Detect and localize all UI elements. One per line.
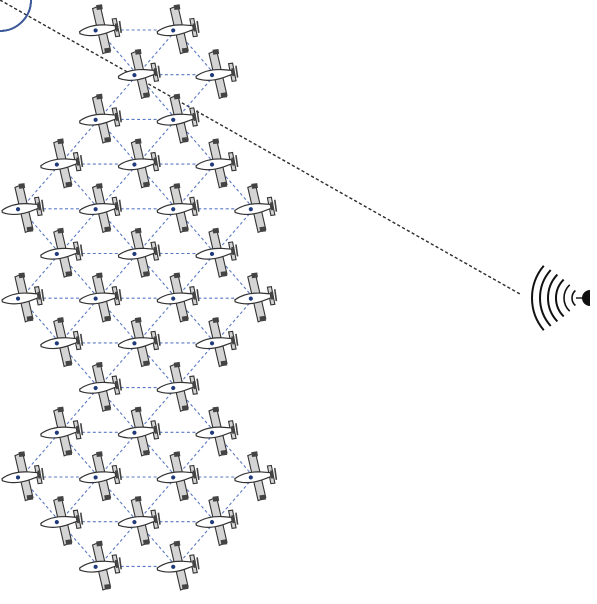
- mesh-link: [136, 29, 177, 76]
- mesh-link: [98, 297, 138, 344]
- mesh-link: [98, 476, 138, 523]
- mesh-link: [214, 253, 255, 299]
- mesh-link: [175, 342, 216, 388]
- mesh-link: [59, 163, 100, 210]
- mesh-link: [136, 74, 177, 120]
- mesh-link: [98, 29, 138, 76]
- signal-wave: [555, 278, 565, 318]
- fixed-wing-uav-icon: [0, 180, 47, 237]
- mesh-link: [175, 208, 216, 254]
- mesh-link: [136, 163, 177, 210]
- fixed-wing-uav-icon: [75, 1, 125, 58]
- mesh-link: [214, 431, 255, 478]
- mesh-link: [175, 119, 216, 165]
- fixed-wing-uav-icon: [36, 314, 86, 371]
- fixed-wing-uav-icon: [0, 269, 47, 326]
- fixed-wing-uav-icon: [0, 448, 47, 505]
- mesh-link: [214, 297, 255, 344]
- mesh-link: [175, 74, 216, 120]
- mesh-link: [98, 342, 138, 388]
- mesh-link: [59, 297, 100, 344]
- mesh-link: [136, 253, 177, 299]
- mesh-link: [20, 208, 61, 254]
- mesh-link: [20, 253, 61, 299]
- uav-nodes: [0, 1, 280, 594]
- mesh-link: [59, 253, 100, 299]
- mesh-link: [136, 476, 177, 523]
- signal-links: [0, 0, 521, 295]
- mesh-link: [98, 387, 138, 433]
- signal-link: [0, 0, 521, 295]
- mesh-link: [136, 342, 177, 388]
- mesh-link: [59, 476, 100, 523]
- mesh-link: [175, 521, 216, 567]
- mesh-link: [136, 521, 177, 567]
- mesh-link: [136, 208, 177, 254]
- mesh-link: [59, 431, 100, 478]
- mesh-link: [136, 431, 177, 478]
- mesh-link: [175, 476, 216, 523]
- mesh-link: [98, 163, 138, 210]
- mesh-link: [20, 431, 61, 478]
- signal-wave: [539, 269, 552, 327]
- mesh-link: [20, 163, 61, 210]
- mesh-link: [214, 163, 255, 210]
- mesh-link: [59, 387, 100, 433]
- mesh-link: [98, 119, 138, 165]
- mesh-link: [175, 29, 216, 76]
- mesh-link: [98, 431, 138, 478]
- mesh-link: [20, 297, 61, 344]
- mesh-link: [59, 119, 100, 165]
- mesh-links: [20, 29, 255, 567]
- highlight-ring: [0, 0, 32, 32]
- mesh-link: [98, 208, 138, 254]
- mesh-link: [175, 387, 216, 433]
- mesh-link: [59, 208, 100, 254]
- signal-wave: [563, 284, 571, 312]
- mesh-link: [136, 387, 177, 433]
- mesh-link: [59, 521, 100, 567]
- mesh-link: [175, 163, 216, 210]
- mesh-link: [175, 431, 216, 478]
- fixed-wing-uav-icon: [36, 493, 86, 549]
- fixed-wing-uav-icon: [153, 537, 203, 594]
- highlight-rings: [0, 0, 32, 32]
- mesh-link: [59, 342, 100, 388]
- mesh-link: [136, 119, 177, 165]
- signal-wave: [571, 289, 576, 307]
- signal-wave: [531, 265, 545, 331]
- mesh-link: [214, 208, 255, 254]
- mesh-link: [98, 253, 138, 299]
- mesh-link: [175, 253, 216, 299]
- signal-emitter-icon: [531, 265, 590, 331]
- fixed-wing-uav-icon: [75, 537, 125, 594]
- mesh-link: [98, 74, 138, 120]
- signal-wave: [547, 273, 559, 323]
- mesh-link: [20, 476, 61, 523]
- mesh-link: [175, 297, 216, 344]
- mesh-link: [98, 521, 138, 567]
- mesh-link: [136, 297, 177, 344]
- mesh-link: [214, 476, 255, 523]
